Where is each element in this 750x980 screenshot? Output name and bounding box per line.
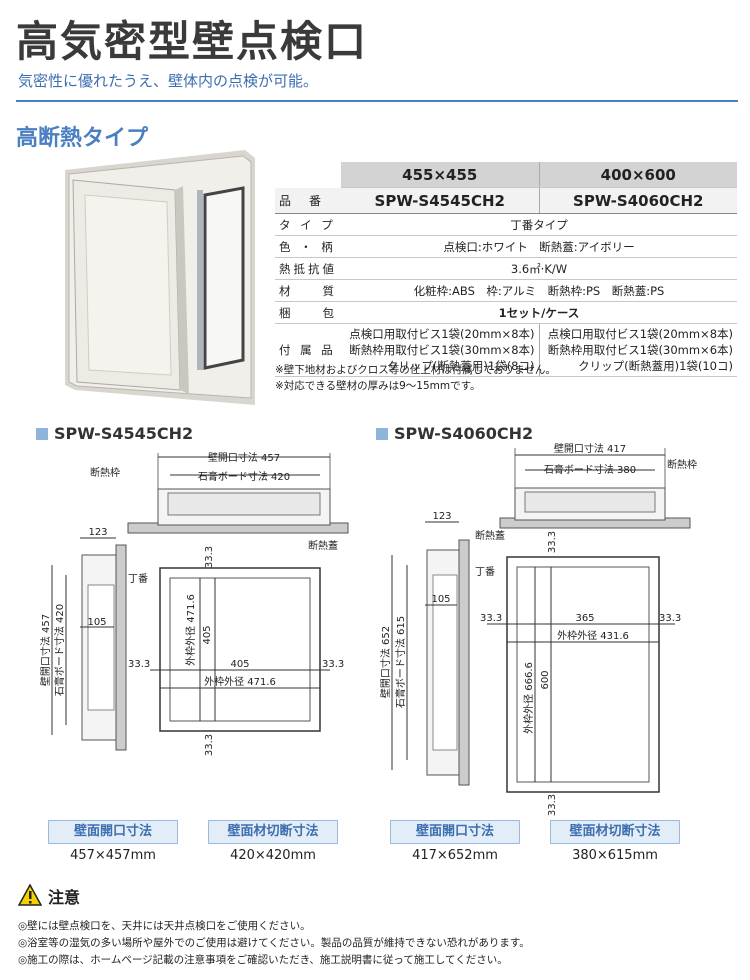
row-label: タ イ プ: [275, 213, 341, 236]
row-label: 色 ・ 柄: [275, 235, 341, 258]
dim-span-v: 600: [540, 670, 551, 689]
dim-span-h: 365: [575, 613, 594, 624]
label-insul-frame: 断熱枠: [667, 458, 697, 471]
dim-margin-right: 33.3: [659, 613, 681, 624]
dim-v-open: 壁開口寸法 457: [39, 614, 52, 686]
dim-board: 石膏ボード寸法 380: [544, 463, 636, 476]
dim-outer-v: 外枠外径 666.6: [522, 662, 535, 734]
size-400: 400×600: [538, 162, 737, 188]
dim-span-v: 405: [202, 625, 213, 644]
accessory-line: クリップ(断熱蓋用)1袋(8コ): [386, 359, 535, 373]
caution-item: ◎施工の際は、ホームページ記載の注意事項をご確認いただき、施工説明書に従って施工…: [18, 954, 508, 966]
warning-icon: [18, 884, 42, 906]
dim-v-board: 石膏ボード寸法 420: [53, 604, 66, 696]
dim-v-open: 壁開口寸法 652: [379, 626, 392, 698]
row-label: 梱 包: [275, 301, 341, 324]
label-insul-frame: 断熱枠: [90, 466, 120, 479]
label-cut-b: 壁面材切断寸法: [550, 820, 680, 844]
diagram-a-title: SPW-S4545CH2: [36, 424, 193, 443]
dim-margin-top: 33.3: [547, 531, 558, 553]
dim-depth: 123: [88, 527, 107, 538]
accessory-line: 点検口用取付ビス1袋(20mm×8本): [349, 327, 535, 341]
dim-board: 石膏ボード寸法 420: [198, 470, 290, 483]
model-a: SPW-S4545CH2: [341, 187, 539, 214]
dim-span-h: 405: [230, 659, 249, 670]
value-open-b: 417×652mm: [412, 848, 498, 863]
note-2: ※対応できる壁材の厚みは9～15mmです。: [275, 380, 481, 392]
caution-item: ◎浴室等の湿気の多い場所や屋外でのご使用は避けてください。製品の品質が維持できな…: [18, 937, 530, 949]
dim-wall-opening: 壁開口寸法 457: [208, 451, 280, 464]
row-label: 熱抵抗値: [275, 257, 341, 280]
diagram-b-title: SPW-S4060CH2: [376, 424, 533, 443]
accessory-line: 点検口用取付ビス1袋(20mm×8本): [547, 327, 733, 341]
dim-margin-bottom: 33.3: [547, 794, 558, 816]
dim-wall-opening: 壁開口寸法 417: [554, 442, 626, 455]
label-hinge: 丁番: [128, 573, 148, 585]
value-cut-a: 420×420mm: [230, 848, 316, 863]
dim-depth: 123: [432, 511, 451, 522]
diagram-a: 壁開口寸法 457 石膏ボード寸法 420 断熱枠 断熱蓋 123 105 壁開…: [39, 451, 349, 756]
row-value: 3.6㎡·K/W: [341, 257, 737, 280]
row-value: 化粧枠:ABS 枠:アルミ 断熱枠:PS 断熱蓋:PS: [341, 279, 737, 302]
dim-outer-h: 外枠外径 471.6: [204, 675, 276, 688]
product-image: [65, 150, 255, 405]
label-cut-a: 壁面材切断寸法: [208, 820, 338, 844]
value-cut-b: 380×615mm: [572, 848, 658, 863]
accessories-a: 点検口用取付ビス1袋(20mm×8本) 断熱枠用取付ビス1袋(30mm×8本) …: [341, 323, 539, 377]
accessory-line: 断熱枠用取付ビス1袋(30mm×8本): [349, 343, 535, 357]
caution-item: ◎壁には壁点検口を、天井には天井点検口をご使用ください。: [18, 920, 311, 932]
dim-margin-bottom: 33.3: [204, 734, 215, 756]
section-title: 高断熱タイプ: [16, 126, 149, 151]
model-b: SPW-S4060CH2: [538, 187, 737, 214]
dim-margin-left: 33.3: [480, 613, 502, 624]
note-1: ※壁下地材およびクロス等の仕上材は付属しておりません。: [275, 364, 556, 376]
label-insul-lid: 断熱蓋: [475, 529, 505, 542]
caution-heading: 注意: [48, 888, 81, 907]
row-value: 丁番タイプ: [341, 213, 737, 236]
dim-margin-right: 33.3: [322, 659, 344, 670]
dim-inner: 105: [431, 594, 450, 605]
model-label: 品 番: [275, 187, 341, 214]
dim-margin-top: 33.3: [204, 546, 215, 568]
dim-margin-left: 33.3: [128, 659, 150, 670]
accessories-b: 点検口用取付ビス1袋(20mm×8本) 断熱枠用取付ビス1袋(30mm×6本) …: [538, 323, 737, 377]
value-open-a: 457×457mm: [70, 848, 156, 863]
page-subtitle: 気密性に優れたうえ、壁体内の点検が可能。: [18, 72, 319, 90]
row-label: 材 質: [275, 279, 341, 302]
label-open-b: 壁面開口寸法: [390, 820, 520, 844]
dim-v-board: 石膏ボード寸法 615: [394, 616, 407, 708]
dim-inner: 105: [87, 617, 106, 628]
row-value: 点検口:ホワイト 断熱蓋:アイボリー: [341, 235, 737, 258]
accessory-line: クリップ(断熱蓋用)1袋(10コ): [578, 359, 733, 373]
dim-outer-v: 外枠外径 471.6: [184, 594, 197, 666]
accessory-label: 付 属 品: [275, 323, 341, 377]
label-hinge: 丁番: [475, 566, 495, 578]
square-bullet-icon: [376, 428, 388, 440]
label-open-a: 壁面開口寸法: [48, 820, 178, 844]
row-value: 1セット/ケース: [341, 301, 737, 324]
spec-table: 455×455 400×600 品 番 SPW-S4545CH2 SPW-S40…: [275, 162, 737, 377]
square-bullet-icon: [36, 428, 48, 440]
accessory-line: 断熱枠用取付ビス1袋(30mm×6本): [547, 343, 733, 357]
label-insul-lid: 断熱蓋: [308, 539, 338, 552]
header-divider: [16, 100, 738, 102]
diagram-b: 壁開口寸法 417 石膏ボード寸法 380 断熱枠 断熱蓋 123 105 壁開…: [379, 442, 697, 816]
size-455: 455×455: [341, 162, 539, 188]
dim-outer-h: 外枠外径 431.6: [557, 629, 629, 642]
page-title: 高気密型壁点検口: [16, 17, 369, 66]
